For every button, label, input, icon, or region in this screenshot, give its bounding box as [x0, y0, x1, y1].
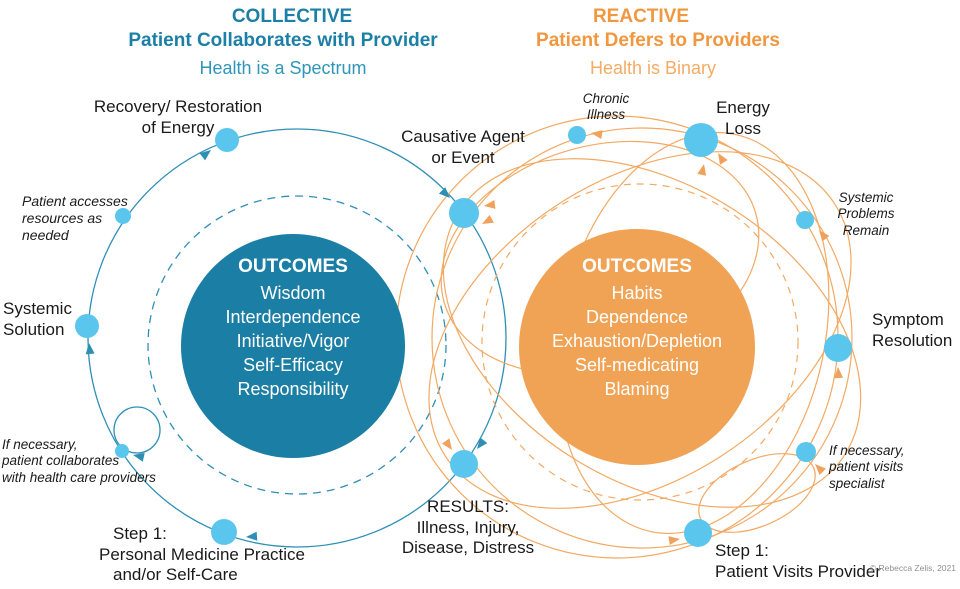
arrowhead-to-causative-orange-1 — [484, 200, 496, 209]
right-small-loop-ellipse — [698, 453, 816, 533]
node-energy-loss — [684, 123, 718, 157]
arrowhead-to-causative-teal — [438, 187, 450, 198]
arrowhead-to-specialist — [815, 464, 826, 475]
reactive-subtitle: Patient Defers to Providers — [536, 30, 780, 51]
node-collaborate-loop — [115, 444, 129, 458]
arrowhead-to-energy-loss-1 — [718, 153, 728, 165]
arrowhead-to-systemic-problems — [819, 230, 830, 242]
node-results — [450, 450, 478, 478]
arrowhead-to-chronic-illness — [591, 130, 603, 139]
label-systemic-problems: Systemic Problems Remain — [837, 190, 895, 238]
arrowhead-to-recovery — [199, 150, 211, 161]
copyright-credit: © Rebecca Zelis, 2021 — [869, 563, 956, 573]
label-causative-agent: Causative Agent or Event — [401, 127, 525, 167]
reactive-outcome-item: Blaming — [604, 379, 670, 399]
collective-outcomes-disc — [181, 234, 405, 458]
reactive-outcomes-heading: OUTCOMES — [582, 256, 692, 277]
collective-outcome-item: Responsibility — [237, 379, 349, 399]
node-causative-agent — [449, 198, 479, 228]
node-chronic-illness — [568, 126, 586, 144]
node-step1-right — [684, 519, 712, 547]
label-specialist: If necessary, patient visits specialist — [829, 443, 905, 491]
node-patient-accesses — [115, 208, 131, 224]
label-patient-collaborates: If necessary, patient collaborates with … — [2, 437, 156, 485]
reactive-title: REACTIVE — [592, 6, 690, 27]
reactive-outcomes-text: OUTCOMES Habits Dependence Exhaustion/De… — [512, 256, 762, 401]
label-energy-loss: Energy Loss — [716, 98, 770, 138]
collective-title: COLLECTIVE — [231, 6, 353, 27]
collective-outcome-item: Self-Efficacy — [243, 355, 343, 375]
left-self-loop-circle — [113, 406, 161, 454]
arrowhead-to-results-orange — [442, 438, 452, 450]
collective-outcome-item: Initiative/Vigor — [236, 331, 350, 351]
arrowhead-to-symptom-resolution — [834, 367, 844, 379]
node-symptom-resolution — [824, 334, 852, 362]
reactive-outcome-item: Exhaustion/Depletion — [551, 331, 723, 351]
right-loop-circle-1 — [431, 127, 853, 549]
collective-outcomes-heading: OUTCOMES — [238, 256, 348, 277]
arrowhead-to-step1-left — [246, 531, 258, 541]
arrowhead-to-energy-loss-2 — [697, 164, 707, 176]
reactive-tagline: Health is Binary — [589, 58, 717, 78]
node-systemic-solution — [75, 314, 99, 338]
label-step1-right: Step 1: Patient Visits Provider — [715, 541, 881, 581]
label-systemic-solution: Systemic Solution — [3, 299, 72, 339]
right-loop-ellipse-1 — [428, 151, 852, 509]
left-outer-cycle-circle — [87, 128, 507, 548]
reactive-outcomes-disc — [519, 229, 755, 465]
label-step1-left: Step 1: Personal Medicine Practice and/o… — [99, 524, 305, 585]
reactive-outcome-item: Self-medicating — [574, 355, 700, 375]
node-step1-left — [211, 519, 237, 545]
label-patient-accesses: Patient accesses resources as needed — [22, 193, 128, 244]
node-specialist — [796, 442, 816, 462]
left-inner-dashed-circle — [147, 195, 447, 495]
collective-outcome-item: Wisdom — [260, 283, 326, 303]
node-systemic-problems — [796, 211, 814, 229]
label-chronic-illness: Chronic Illness — [582, 91, 630, 123]
arrowhead-to-results-teal — [477, 437, 488, 449]
arrowhead-to-causative-orange-2 — [482, 214, 494, 224]
label-symptom-resolution: Symptom Resolution — [872, 310, 953, 350]
collective-subtitle: Patient Collaborates with Provider — [128, 30, 438, 51]
label-results: RESULTS: Illness, Injury, Disease, Distr… — [401, 497, 535, 558]
reactive-outcome-item: Dependence — [585, 307, 689, 327]
label-recovery: Recovery/ Restoration of Energy — [93, 97, 263, 137]
collective-outcomes-text: OUTCOMES Wisdom Interdependence Initiati… — [183, 256, 403, 401]
arrowhead-to-step1-right — [668, 536, 680, 545]
right-inner-dashed-circle — [481, 183, 799, 501]
collective-tagline: Health is a Spectrum — [199, 58, 367, 78]
node-recovery — [215, 128, 239, 152]
collective-outcome-item: Interdependence — [225, 307, 361, 327]
arrowhead-to-systemic-solution — [85, 343, 95, 355]
arrowhead-to-collaborate-loop — [133, 452, 145, 462]
reactive-outcome-item: Habits — [611, 283, 663, 303]
